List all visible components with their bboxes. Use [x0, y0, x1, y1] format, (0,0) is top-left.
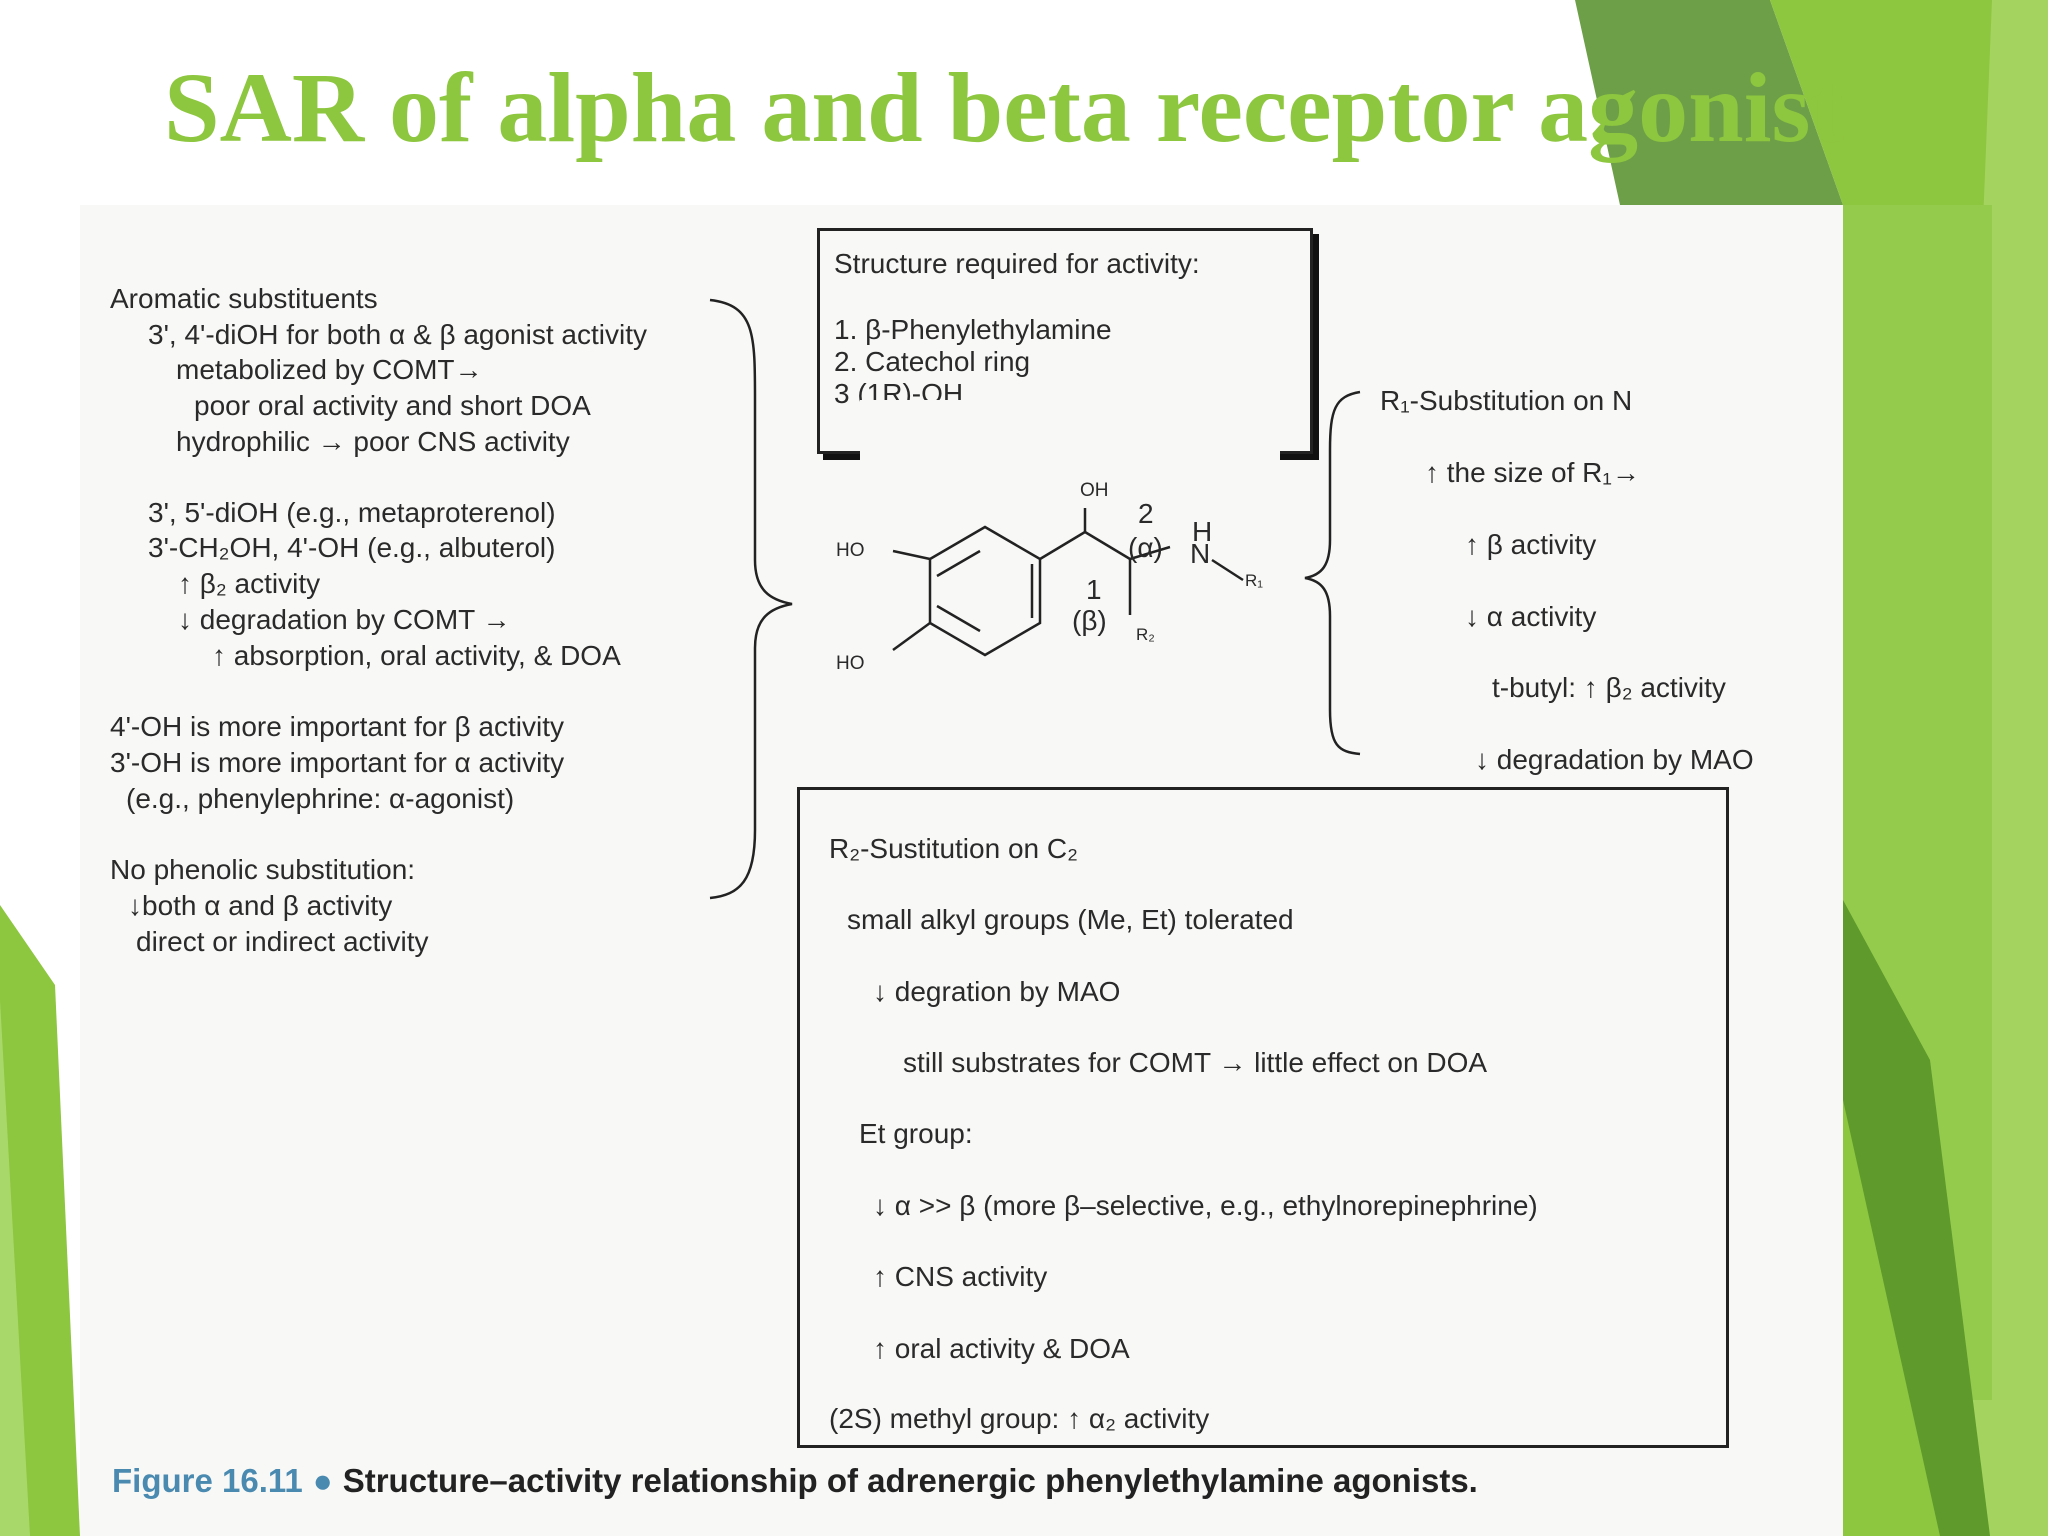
- r2-line: small alkyl groups (Me, Et) tolerated: [847, 904, 1294, 935]
- note-line: 3'-OH is more important for α activity: [110, 747, 565, 778]
- r2-line: ↑ CNS activity: [873, 1261, 1048, 1292]
- note-line: direct or indirect activity: [136, 926, 429, 957]
- label-alpha: (α): [1128, 532, 1163, 563]
- r2-line: Et group:: [859, 1118, 973, 1149]
- note-line: hydrophilic → poor CNS activity: [176, 426, 570, 457]
- label-r1: R₁: [1245, 571, 1264, 590]
- label-ho-upper: HO: [836, 540, 865, 561]
- note-line: poor oral activity and short DOA: [194, 390, 591, 421]
- note-line: ↓both α and β activity: [128, 890, 393, 921]
- r2-heading: R₂-Sustitution on C₂: [829, 833, 1078, 864]
- left-brace: [709, 298, 793, 900]
- label-position-2: 2: [1138, 498, 1154, 529]
- r2-line: ↓ α >> β (more β–selective, e.g., ethyln…: [873, 1190, 1538, 1221]
- required-item: 2. Catechol ring: [834, 346, 1031, 377]
- note-line: ↑ β activity: [1465, 529, 1597, 560]
- note-line: ↓ degradation by MAO: [1475, 744, 1754, 775]
- required-heading: Structure required for activity:: [834, 248, 1200, 279]
- note-line: t-butyl: ↑ β₂ activity: [1492, 672, 1726, 703]
- r2-line: ↑ oral activity & DOA: [873, 1333, 1130, 1364]
- note-line: ↑ the size of R₁→: [1425, 457, 1640, 488]
- label-beta: (β): [1072, 605, 1107, 636]
- note-line: 3', 4'-diOH for both α & β agonist activ…: [148, 319, 647, 350]
- note-line: metabolized by COMT→: [176, 354, 483, 385]
- note-line: 3', 5'-diOH (e.g., metaproterenol): [148, 497, 556, 528]
- note-line: (e.g., phenylephrine: α-agonist): [126, 783, 515, 814]
- label-h: H: [1192, 516, 1213, 547]
- figure-number: Figure 16.11: [112, 1462, 303, 1499]
- required-item: 1. β-Phenylethylamine: [834, 314, 1112, 345]
- label-position-1: 1: [1086, 574, 1102, 605]
- note-line: ↑ β₂ activity: [178, 568, 321, 599]
- r2-line: (2S) methyl group: ↑ α₂ activity: [829, 1403, 1210, 1434]
- caption-text: Structure–activity relationship of adren…: [342, 1462, 1478, 1499]
- note-line: 3'-CH₂OH, 4'-OH (e.g., albuterol): [148, 532, 556, 563]
- note-line: ↓ α activity: [1465, 601, 1597, 632]
- r2-substitution-box: R₂-Sustitution on C₂ small alkyl groups …: [797, 787, 1729, 1448]
- r2-line: still substrates for COMT → little effec…: [903, 1047, 1488, 1078]
- note-line: No phenolic substitution:: [110, 854, 416, 885]
- note-aromatic-heading: Aromatic substituents: [110, 283, 378, 314]
- slide-title: SAR of alpha and beta receptor agonist: [164, 52, 1844, 163]
- note-line: 4'-OH is more important for β activity: [110, 711, 565, 742]
- right-brace: [1304, 390, 1361, 756]
- caption-bullet: ●: [312, 1462, 333, 1499]
- note-line: ↑ absorption, oral activity, & DOA: [212, 640, 621, 671]
- r2-line: ↓ degration by MAO: [873, 976, 1121, 1007]
- label-oh: OH: [1080, 480, 1109, 501]
- label-n: N: [1190, 538, 1211, 569]
- note-r1-heading: R₁-Substitution on N: [1380, 385, 1633, 416]
- label-r2: R₂: [1136, 625, 1155, 644]
- label-ho-lower: HO: [836, 653, 865, 674]
- note-line: ↓ degradation by COMT →: [178, 604, 511, 635]
- figure-caption: Figure 16.11●Structure–activity relation…: [112, 1462, 1478, 1500]
